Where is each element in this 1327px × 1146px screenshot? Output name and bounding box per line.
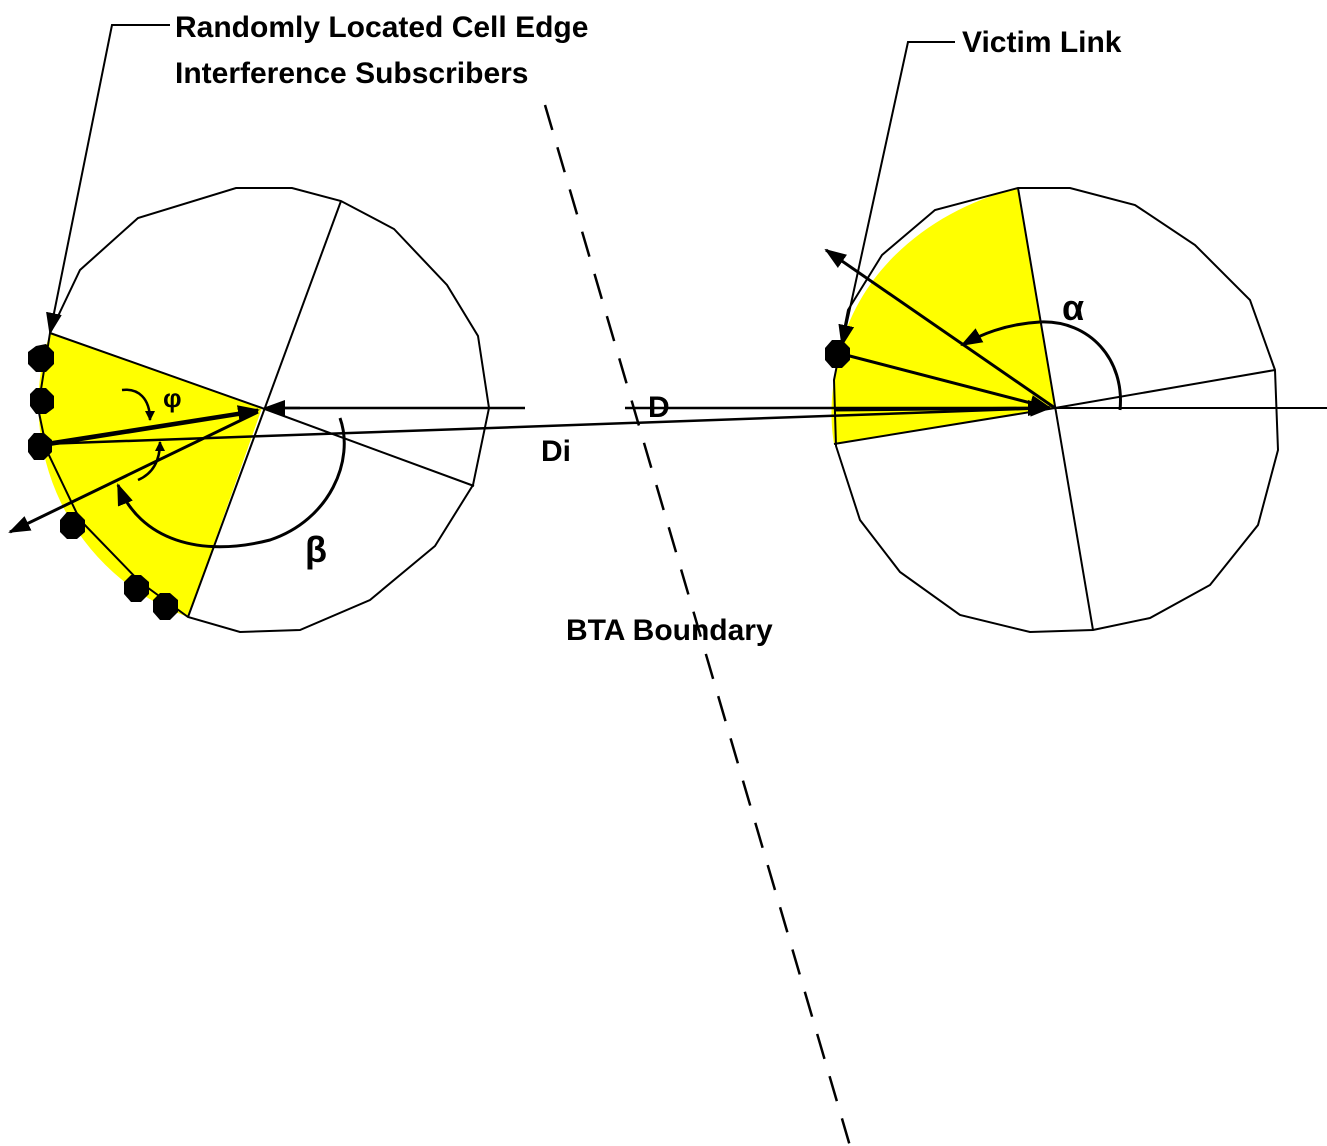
phi-angle-arc-top: [121, 388, 155, 421]
victim-cell: [824, 187, 1327, 634]
victim-sector-fill: [831, 188, 1055, 444]
subscriber-dot: [60, 512, 85, 539]
beta-angle-arc: [116, 417, 346, 549]
bta-boundary-label: BTA Boundary: [566, 614, 773, 647]
alpha-label: α: [1062, 287, 1084, 328]
distance-d-label: D: [648, 391, 670, 424]
distance-di-line: [41, 400, 1052, 446]
victim-subscriber-dot: [825, 340, 850, 368]
subscriber-dot: [30, 388, 54, 414]
phi-label: φ: [163, 383, 182, 413]
victim-link-ray: [841, 352, 1052, 411]
subscriber-dot: [28, 433, 52, 460]
interferer-sector-line-b: [49, 332, 263, 409]
subscriber-dot: [28, 344, 54, 372]
victim-sector-line-c: [1054, 369, 1276, 409]
subscriber-dot: [153, 593, 178, 620]
interferer-sector-line-c: [261, 407, 475, 487]
interference-label-line2: Interference Subscribers: [175, 57, 528, 90]
distance-label-bg: [525, 398, 625, 420]
victim-boresight-ray: [824, 248, 1056, 410]
distance-di-label: Di: [541, 435, 571, 468]
interference-label-line1: Randomly Located Cell Edge: [175, 11, 588, 44]
victim-callout-leader: [838, 41, 955, 347]
beta-label: β: [305, 529, 327, 570]
interference-subscribers: [28, 344, 178, 620]
phi-angle-arc-bottom: [137, 441, 165, 482]
interferer-ray-upper: [41, 405, 260, 446]
alpha-angle-arc: [960, 320, 1122, 411]
bta-boundary-line: [543, 104, 852, 1146]
victim-sector-line-b: [833, 407, 1056, 445]
interferer-ray-boresight: [8, 410, 259, 534]
interferer-sector-fill: [38, 333, 262, 617]
victim-link-label: Victim Link: [962, 26, 1122, 59]
interference-callout-leader: [46, 24, 170, 335]
interferer-ray-lower: [43, 411, 259, 447]
interferer-cell: [8, 187, 491, 634]
subscriber-dot: [124, 575, 149, 602]
